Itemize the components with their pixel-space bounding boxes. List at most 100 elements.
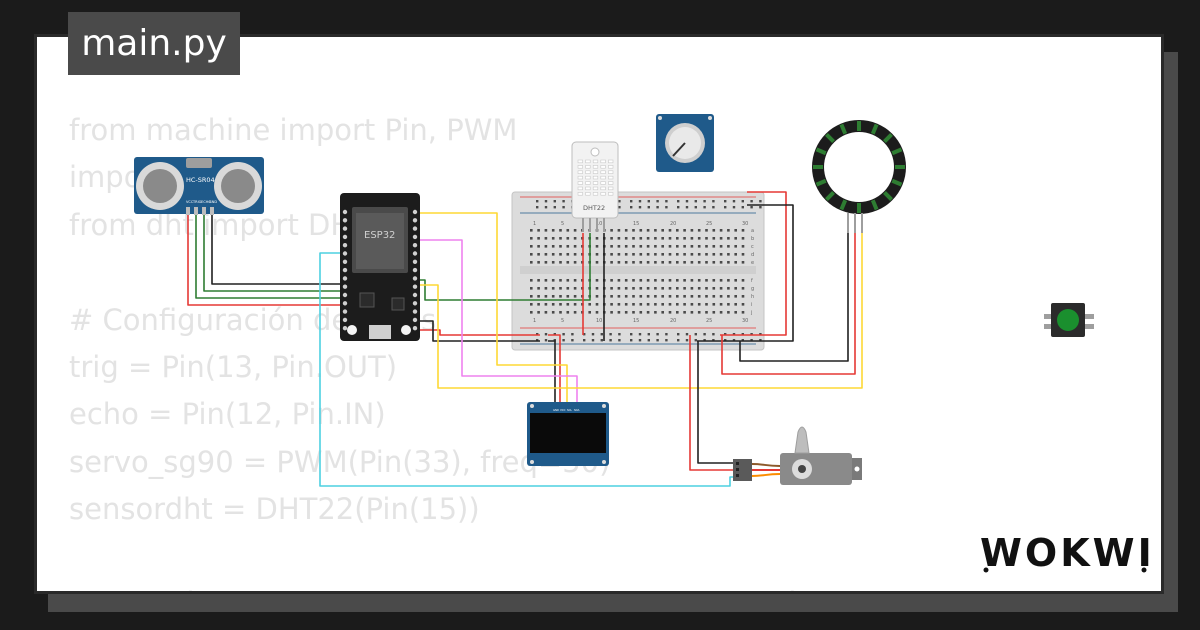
bb-hole xyxy=(595,303,599,306)
wire-black[interactable] xyxy=(415,320,540,342)
wire-red[interactable] xyxy=(187,215,345,306)
bb-hole xyxy=(676,279,679,282)
wire-black[interactable] xyxy=(697,341,736,464)
wires xyxy=(187,191,863,487)
bb-hole xyxy=(551,287,555,290)
pin xyxy=(194,207,198,215)
breadboard[interactable]: 1 5 10 15 20 25 30 1 5 10 15 20 25 30 a … xyxy=(511,191,765,351)
neopixel-ring[interactable] xyxy=(812,120,906,233)
bb-hole xyxy=(712,333,715,336)
bb-hole xyxy=(562,206,565,209)
bb-hole xyxy=(632,303,635,306)
bb-hole xyxy=(690,311,694,314)
bb-hole xyxy=(617,311,621,314)
esp-pin xyxy=(342,284,348,289)
bb-hole xyxy=(537,261,540,264)
bb-hole xyxy=(544,253,548,256)
wire-red[interactable] xyxy=(548,334,561,402)
bb-hole xyxy=(703,333,706,336)
bb-hole xyxy=(690,245,694,248)
bb-hole xyxy=(639,253,643,256)
bb-hole xyxy=(617,245,621,248)
bb-hole xyxy=(617,295,621,298)
bb-hole xyxy=(559,253,562,256)
bb-hole xyxy=(583,333,586,336)
bb-hole xyxy=(624,279,628,282)
bb-hole xyxy=(727,295,730,298)
esp-pin xyxy=(342,218,348,223)
esp-pin xyxy=(412,251,418,256)
servo-horn[interactable] xyxy=(794,426,810,454)
bb-number: 20 xyxy=(670,318,676,324)
bb-hole xyxy=(624,261,628,264)
bb-hole xyxy=(741,206,744,209)
bb-hole xyxy=(537,303,540,306)
bb-hole xyxy=(530,287,533,290)
bb-hole xyxy=(712,245,716,248)
wire-green[interactable] xyxy=(195,215,345,299)
bb-letter: e xyxy=(751,260,754,266)
esp32-board[interactable]: ESP32 xyxy=(340,193,420,341)
dht22-sensor[interactable]: DHT22 xyxy=(571,141,619,232)
grille-slot xyxy=(608,170,614,174)
servo-wire xyxy=(751,463,781,467)
bb-hole xyxy=(544,339,548,342)
wire-red[interactable] xyxy=(721,232,856,375)
bb-hole xyxy=(632,311,635,314)
bb-number: 1 xyxy=(533,221,536,227)
logo-text: WOKWI xyxy=(980,531,1150,575)
bb-hole xyxy=(632,279,635,282)
bb-hole xyxy=(705,295,708,298)
ultrasonic-sensor[interactable]: HC-SR04 VCC TRIG ECHO GND xyxy=(134,157,264,215)
wire-pink[interactable] xyxy=(415,239,578,402)
push-button[interactable] xyxy=(1044,303,1094,337)
bb-hole xyxy=(654,245,657,248)
bb-hole xyxy=(618,206,621,209)
grille-slot xyxy=(585,175,591,180)
bb-hole xyxy=(685,333,689,336)
bb-hole xyxy=(624,229,628,232)
bb-hole xyxy=(683,237,686,240)
wire-black[interactable] xyxy=(739,232,849,362)
boot-button[interactable] xyxy=(347,325,357,335)
bb-hole xyxy=(630,206,633,209)
wire-cyan[interactable] xyxy=(319,252,736,487)
dht22-hole xyxy=(590,147,600,157)
oled-display[interactable]: GND VCC SCL SDA xyxy=(527,402,609,466)
ultrasonic-label: HC-SR04 xyxy=(186,176,215,184)
button-cap[interactable] xyxy=(1057,309,1079,331)
esp-pin xyxy=(412,317,418,323)
bb-hole xyxy=(595,253,599,256)
wire-green[interactable] xyxy=(203,215,345,292)
wire-black[interactable] xyxy=(211,215,345,285)
bb-hole xyxy=(697,229,701,232)
bb-hole xyxy=(690,237,694,240)
ring-led xyxy=(815,147,827,156)
reset-button[interactable] xyxy=(401,325,411,335)
bb-hole xyxy=(624,237,628,240)
bb-hole xyxy=(697,295,701,298)
bb-hole xyxy=(741,237,745,240)
potentiometer[interactable] xyxy=(656,114,714,172)
wire-red[interactable] xyxy=(720,191,787,336)
wire-red[interactable] xyxy=(689,335,736,471)
wire-black[interactable] xyxy=(697,204,794,342)
bb-hole xyxy=(537,311,540,314)
file-title: main.py xyxy=(81,23,227,64)
wire-red[interactable] xyxy=(415,329,540,336)
wire-green[interactable] xyxy=(415,233,591,301)
bb-hole xyxy=(632,253,635,256)
wire-black[interactable] xyxy=(548,340,556,402)
bb-hole xyxy=(562,200,565,203)
bb-hole xyxy=(537,279,540,282)
bb-hole xyxy=(676,237,679,240)
file-title-tab[interactable]: main.py xyxy=(68,12,240,75)
wire-yellow[interactable] xyxy=(415,232,863,389)
bb-hole xyxy=(712,279,716,282)
breadboard-row-letters: a b c d e f g h i j xyxy=(750,228,754,316)
bb-hole xyxy=(530,253,533,256)
bb-hole xyxy=(530,261,533,264)
servo-motor[interactable] xyxy=(733,426,862,485)
bb-hole xyxy=(566,295,570,298)
wire-yellow[interactable] xyxy=(415,212,568,402)
